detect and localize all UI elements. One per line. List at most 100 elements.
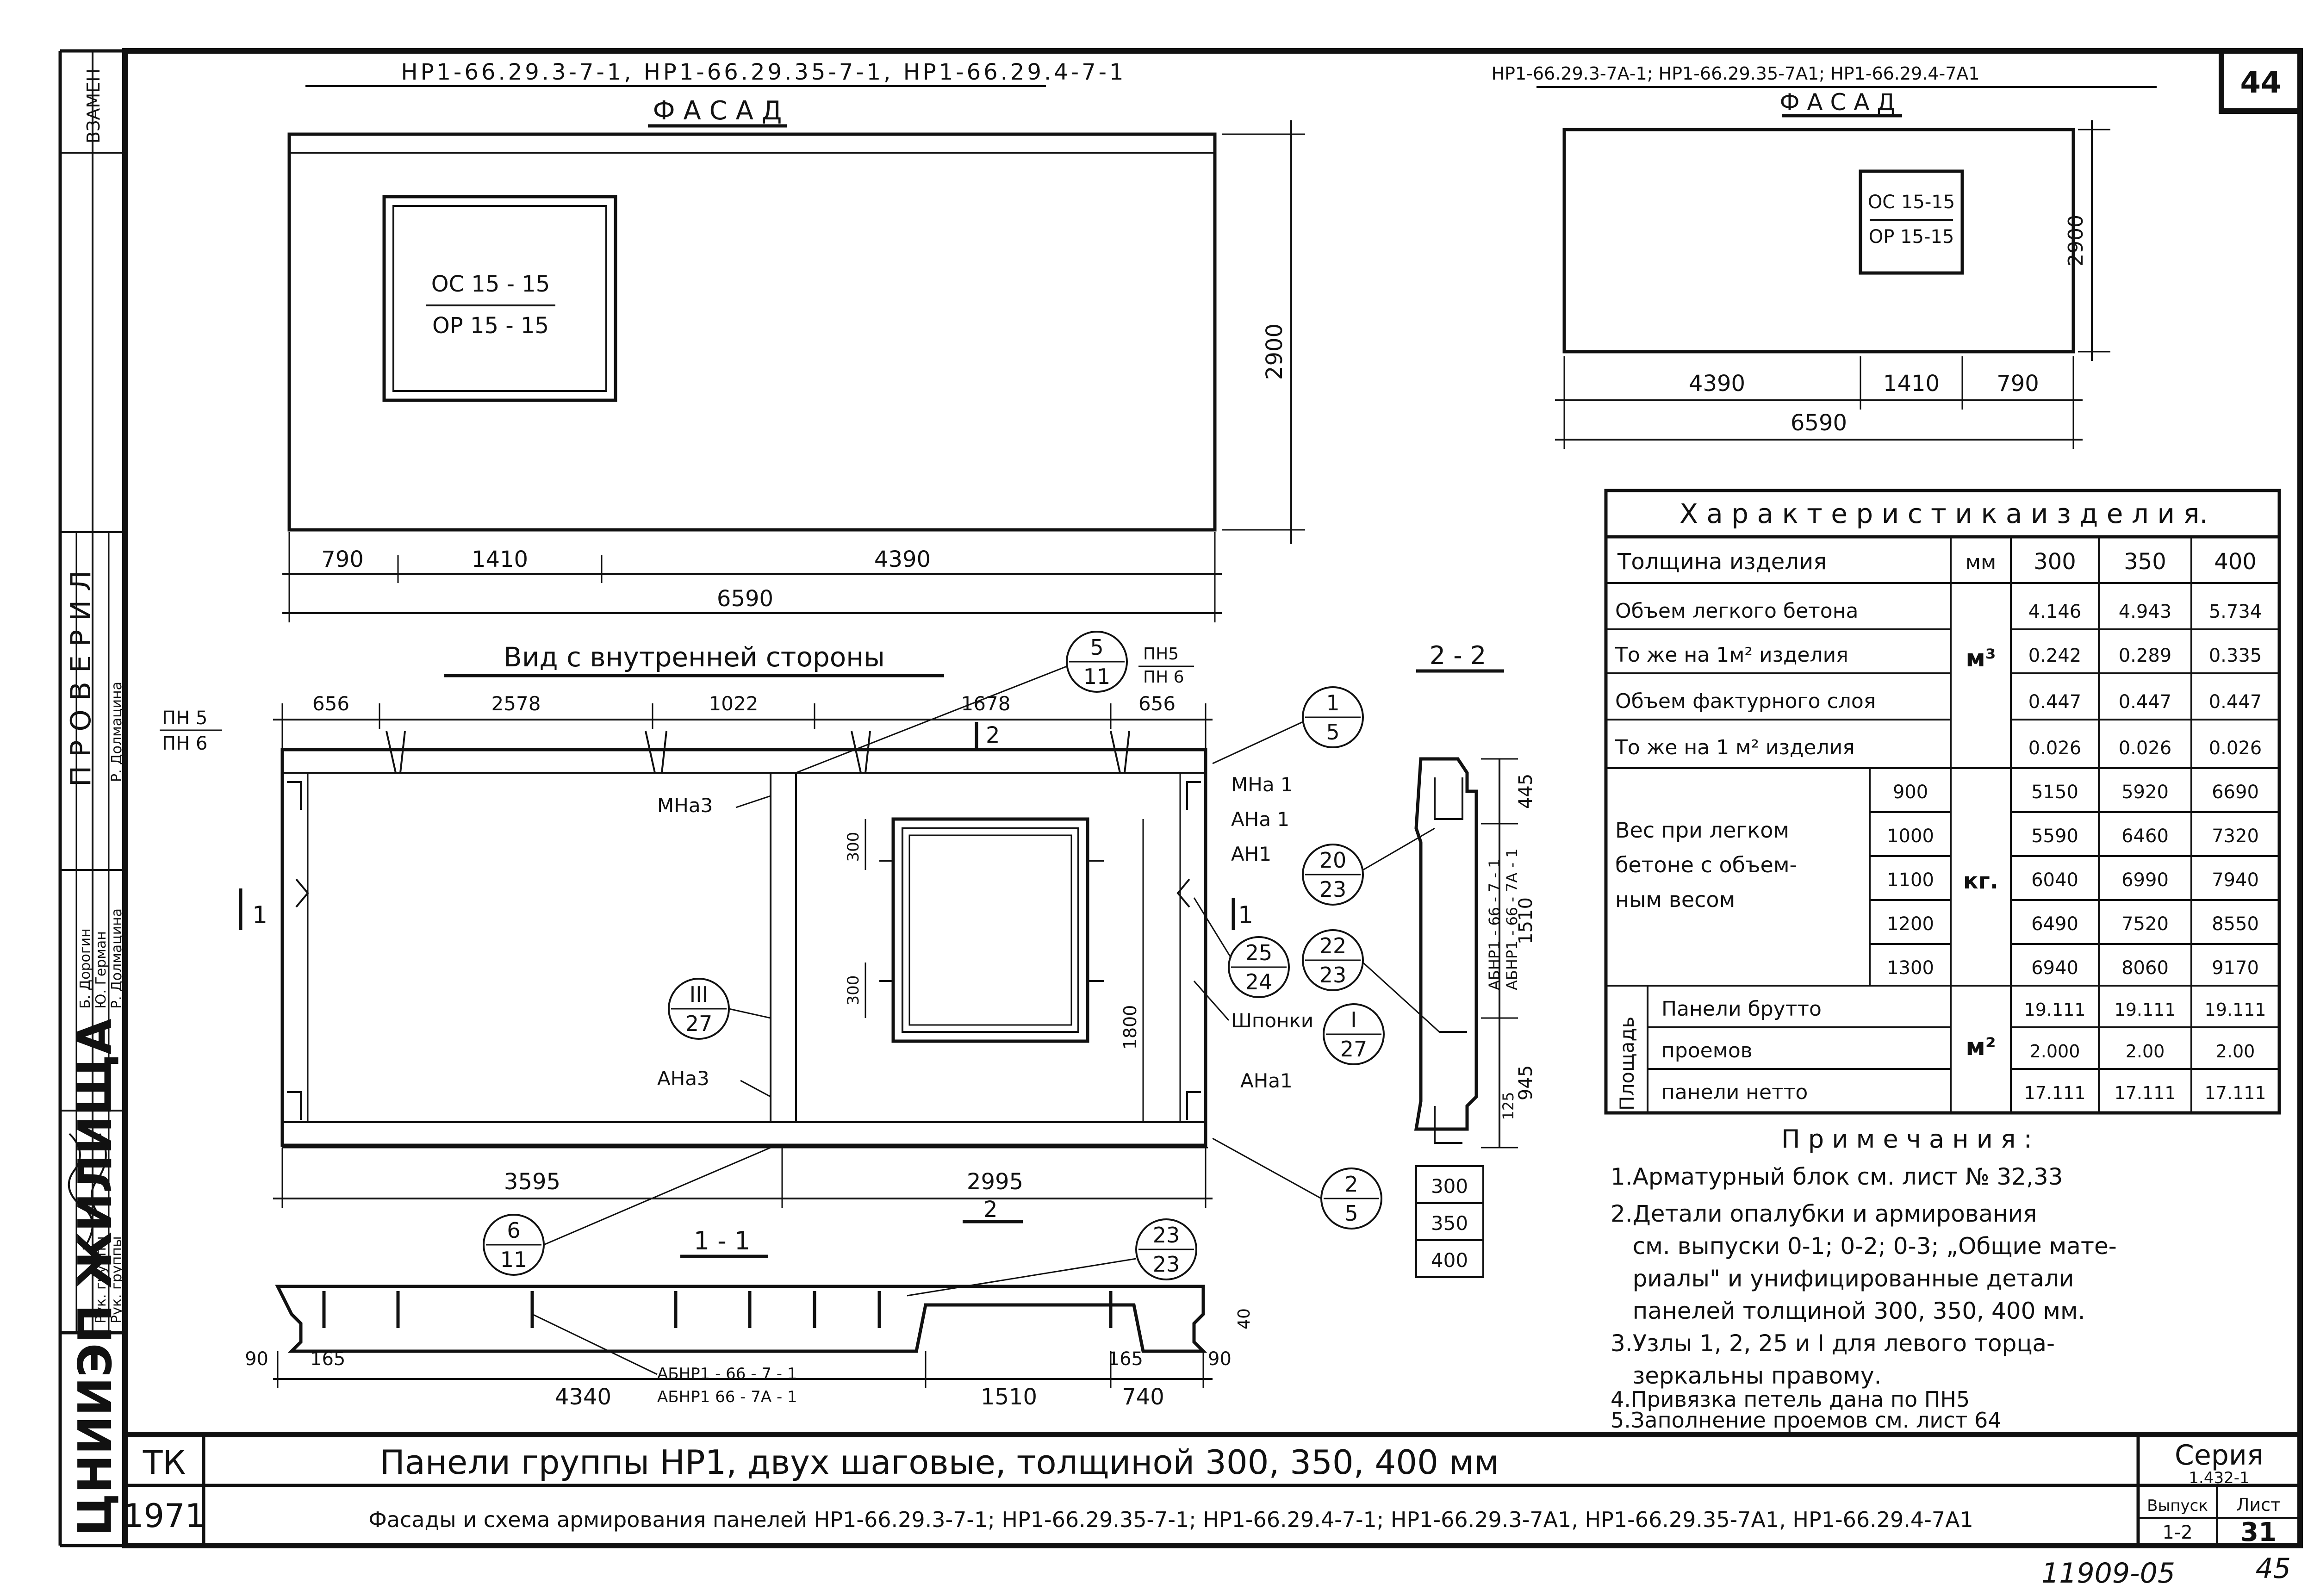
thickness-350: 350 [1431,1212,1468,1235]
section22-dim-1510: 1510 [1515,897,1536,944]
sheet-label: Лист [2236,1495,2281,1515]
note-line-8: 4.Привязка петель дана по ПН5 [1611,1387,1970,1412]
thickness-300: 300 [1431,1175,1468,1198]
svg-text:1: 1 [1326,690,1339,715]
strip-name-3: Р. Долмацина [109,908,125,1009]
inner-bottom-dim-2: 2995 [967,1169,1023,1195]
area-1-400: 19.111 [2205,1000,2266,1020]
facade-left-dim-1: 790 [321,546,364,572]
signature-2 [91,1133,107,1223]
vol-1-400: 5.734 [2209,601,2262,622]
svg-text:5: 5 [1344,1201,1358,1226]
title-subtitle: Фасады и схема армирования панелей НР1-6… [368,1507,1973,1532]
facade-left-window-top: ОС 15 - 15 [431,271,550,297]
weight-label-2: бетоне с объем- [1615,852,1797,877]
inner-top-dim-4: 1678 [961,692,1011,715]
notes-title: П р и м е ч а н и я : [1781,1124,2032,1154]
w-900-400: 6690 [2212,782,2259,803]
callout-1-5: 15 [1212,686,1364,764]
w-1300-350: 8060 [2121,957,2169,979]
org-vertical: ЦНИИЭП ЖИЛИЩА [68,1018,122,1536]
thickness-col-2: 350 [2124,549,2166,575]
strip-name-1: Р. Долмацина [109,682,125,782]
section11-dim-90-right: 90 [1208,1348,1232,1370]
thickness-label: Толщина изделия [1617,549,1827,575]
label-ana1-bottom: АНа1 [1240,1069,1293,1092]
section1-right: 1 [1238,901,1253,929]
strip-name-4: Б. Дорогин [77,928,93,1009]
inner-dim-300-a: 300 [844,832,863,862]
facade-left-total: 6590 [717,586,773,612]
svg-text:23: 23 [1319,877,1347,902]
density-900: 900 [1893,782,1928,803]
svg-text:20: 20 [1319,848,1347,873]
svg-text:11: 11 [1083,664,1111,689]
w-1300-300: 6940 [2031,957,2078,979]
area-1-300: 19.111 [2024,1000,2086,1020]
facade-left-dim-3: 4390 [874,546,931,572]
svg-text:22: 22 [1319,933,1347,958]
strip-row-1: Рук. группы [109,1236,125,1323]
svg-text:23: 23 [1153,1252,1180,1277]
loop-2 [645,731,667,773]
callout-5-11: 511 [796,631,1128,774]
inner-view: Вид с внутренней стороны 656 2578 1022 1… [160,641,1313,1223]
area-label: Площадь [1616,1017,1638,1111]
issue-value: 1-2 [2162,1522,2192,1543]
svg-text:23: 23 [1153,1223,1180,1248]
vol-2-300: 0.242 [2028,645,2082,666]
title-main: Панели группы НР1, двух шаговые, толщино… [380,1443,1499,1482]
sheet-number-box: 44 [2219,48,2303,114]
vol-4-300: 0.026 [2028,738,2082,759]
vol-row-2-label: То же на 1м² изделия [1615,643,1848,667]
vol-row-1-label: Объем легкого бетона [1615,599,1858,623]
svg-text:11: 11 [500,1247,528,1272]
section11-label-2: АБНР1 66 - 7А - 1 [657,1388,797,1406]
label-ana3: АНа3 [657,1067,709,1090]
facade-right-total: 6590 [1791,410,1847,436]
svg-text:27: 27 [1340,1037,1368,1062]
weight-label-1: Вес при легком [1615,818,1789,843]
area-3-300: 17.111 [2024,1083,2086,1103]
facade-left: НР1-66.29.3-7-1, НР1-66.29.35-7-1, НР1-6… [282,59,1305,622]
pn6-left: ПН 6 [162,733,207,754]
notes: П р и м е ч а н и я : 1.Арматурный блок … [1611,1124,2117,1433]
note-line-2: 2.Детали опалубки и армирования [1611,1200,2037,1227]
note-line-5: панелей толщиной 300, 350, 400 мм. [1611,1298,2085,1324]
note-line-3: см. выпуски 0-1; 0-2; 0-3; „Общие мате- [1611,1233,2117,1260]
loop-1 [386,731,406,773]
label-an1: АН1 [1231,843,1271,865]
section11-rebars [322,1291,1113,1328]
loop-3 [851,731,871,773]
title-org: ТК [143,1444,186,1482]
strip-name-2: Ю. Герман [93,931,109,1009]
section22-title: 2 - 2 [1430,641,1487,670]
vol-3-350: 0.447 [2119,691,2172,713]
issue-label: Выпуск [2147,1497,2208,1515]
facade-right-window-bottom: ОР 15-15 [1869,226,1954,248]
vol-1-300: 4.146 [2028,601,2082,622]
inner-view-title: Вид с внутренней стороны [504,641,885,673]
page-number: 45 [2256,1553,2291,1585]
svg-text:5: 5 [1090,635,1103,660]
facade-right-window-top: ОС 15-15 [1868,192,1955,213]
section22-label-2: АБНР1 - 66 - 7А - 1 [1503,848,1521,990]
proveril-label: П Р О В Е Р И Л [65,571,97,787]
char-title: Х а р а к т е р и с т и к а и з д е л и … [1680,498,2208,529]
section22-dim-445: 445 [1515,774,1536,809]
weight-label-3: ным весом [1615,887,1735,912]
vol-row-3-label: Объем фактурного слоя [1615,689,1876,713]
facade-left-window-bottom: ОР 15 - 15 [432,313,549,339]
area-3-350: 17.111 [2115,1083,2176,1103]
area-row-3-label: панели нетто [1661,1081,1808,1104]
section11-profile [275,1285,1207,1353]
svg-text:23: 23 [1319,963,1347,987]
label-mna1: МНа 1 [1231,773,1293,796]
density-1300: 1300 [1887,957,1934,979]
w-1200-350: 7520 [2121,913,2169,935]
section11-dim-90-left: 90 [245,1348,268,1370]
left-end-detail [287,781,309,1120]
